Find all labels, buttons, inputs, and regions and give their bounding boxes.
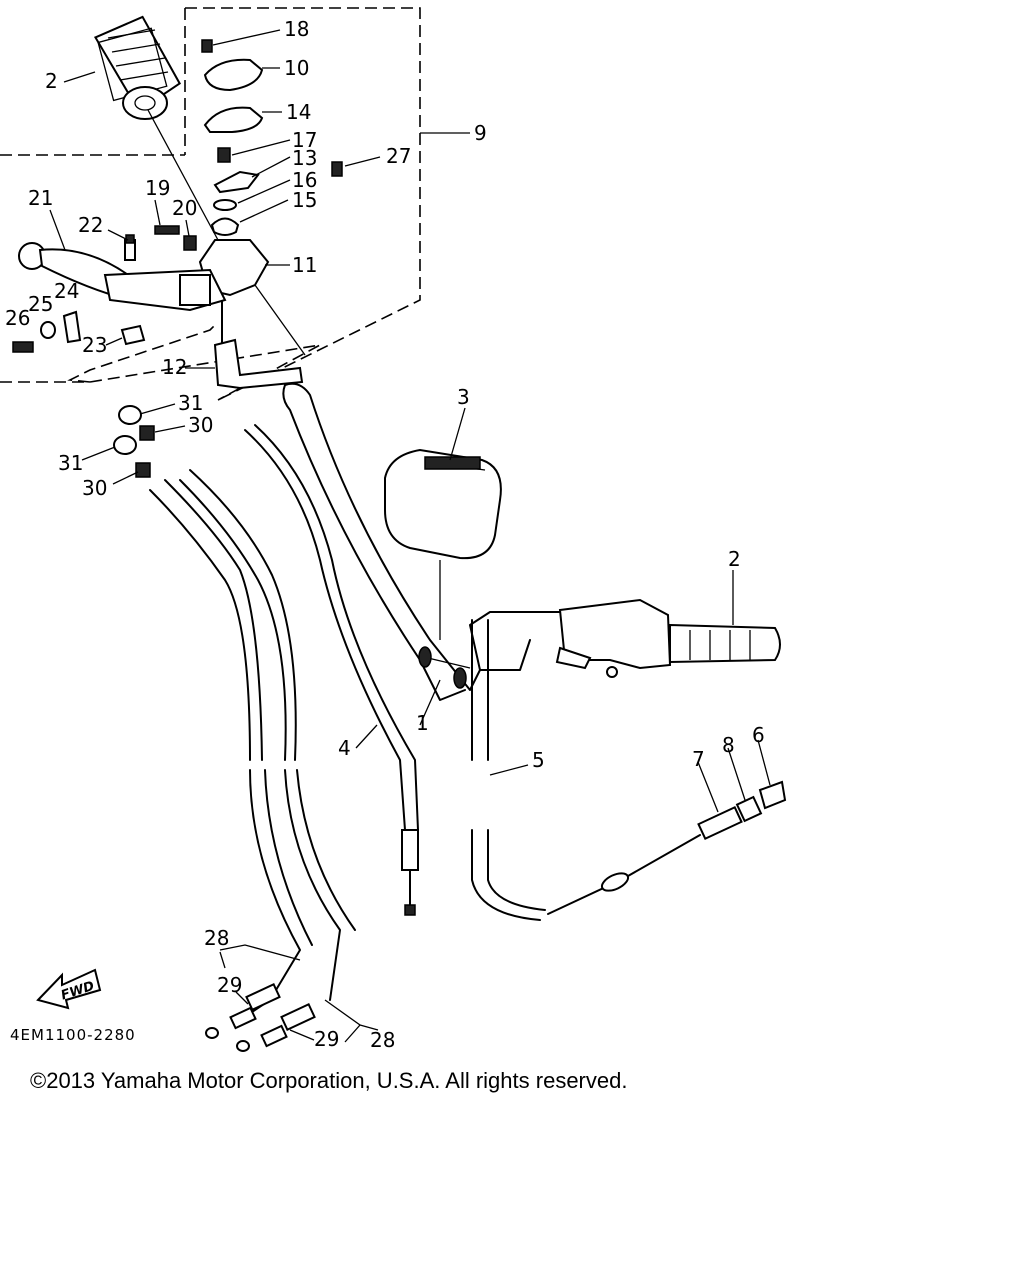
callout-29-b: 29 — [314, 1027, 339, 1051]
forward-arrow: FWD — [36, 968, 102, 1010]
callout-28-a: 28 — [204, 926, 229, 950]
callout-20: 20 — [172, 196, 197, 220]
callout-30-a: 30 — [188, 413, 213, 437]
callout-labels: 2 18 10 14 9 17 13 27 16 15 21 19 22 20 … — [5, 17, 765, 1052]
callout-4: 4 — [338, 736, 351, 760]
fwd-label: FWD — [59, 979, 96, 1004]
callout-22: 22 — [78, 213, 103, 237]
callout-15: 15 — [292, 188, 317, 212]
brake-lever-assembly — [12, 225, 227, 353]
callout-5: 5 — [532, 748, 545, 772]
callout-25: 25 — [28, 292, 53, 316]
callout-30-b: 30 — [82, 476, 107, 500]
parts-diagram: FWD 2 18 10 14 9 17 13 27 16 15 21 19 22… — [0, 7, 787, 1052]
right-grip — [555, 598, 781, 678]
callout-7: 7 — [692, 747, 705, 771]
callout-11: 11 — [292, 253, 317, 277]
copyright-notice: ©2013 Yamaha Motor Corporation, U.S.A. A… — [30, 1068, 628, 1093]
callout-21: 21 — [28, 186, 53, 210]
callout-14: 14 — [286, 100, 311, 124]
callout-31-b: 31 — [58, 451, 83, 475]
callout-18: 18 — [284, 17, 309, 41]
part-code: 4EM1100-2280 — [10, 1026, 136, 1044]
cables — [149, 424, 787, 1052]
switch-housing — [384, 448, 502, 640]
callout-28-b: 28 — [370, 1028, 395, 1052]
callout-12: 12 — [162, 355, 187, 379]
leader-lines — [49, 29, 771, 1043]
callout-27: 27 — [386, 144, 411, 168]
callout-8: 8 — [722, 733, 735, 757]
callout-1: 1 — [416, 711, 429, 735]
callout-13: 13 — [292, 146, 317, 170]
callout-19: 19 — [145, 176, 170, 200]
throttle-housing-parts — [147, 39, 343, 390]
callout-17: 17 — [292, 128, 317, 152]
callout-29-a: 29 — [217, 973, 242, 997]
callout-9: 9 — [474, 121, 487, 145]
callout-2-top: 2 — [45, 69, 58, 93]
callout-26: 26 — [5, 306, 30, 330]
callout-10: 10 — [284, 56, 309, 80]
callout-2-right: 2 — [728, 547, 741, 571]
callout-3: 3 — [457, 385, 470, 409]
callout-24: 24 — [54, 279, 79, 303]
callout-16: 16 — [292, 168, 317, 192]
callout-6: 6 — [752, 723, 765, 747]
left-grip — [93, 15, 181, 120]
cable-adjusters — [113, 405, 155, 478]
handlebar — [282, 382, 561, 701]
callout-23: 23 — [82, 333, 107, 357]
callout-31-a: 31 — [178, 391, 203, 415]
